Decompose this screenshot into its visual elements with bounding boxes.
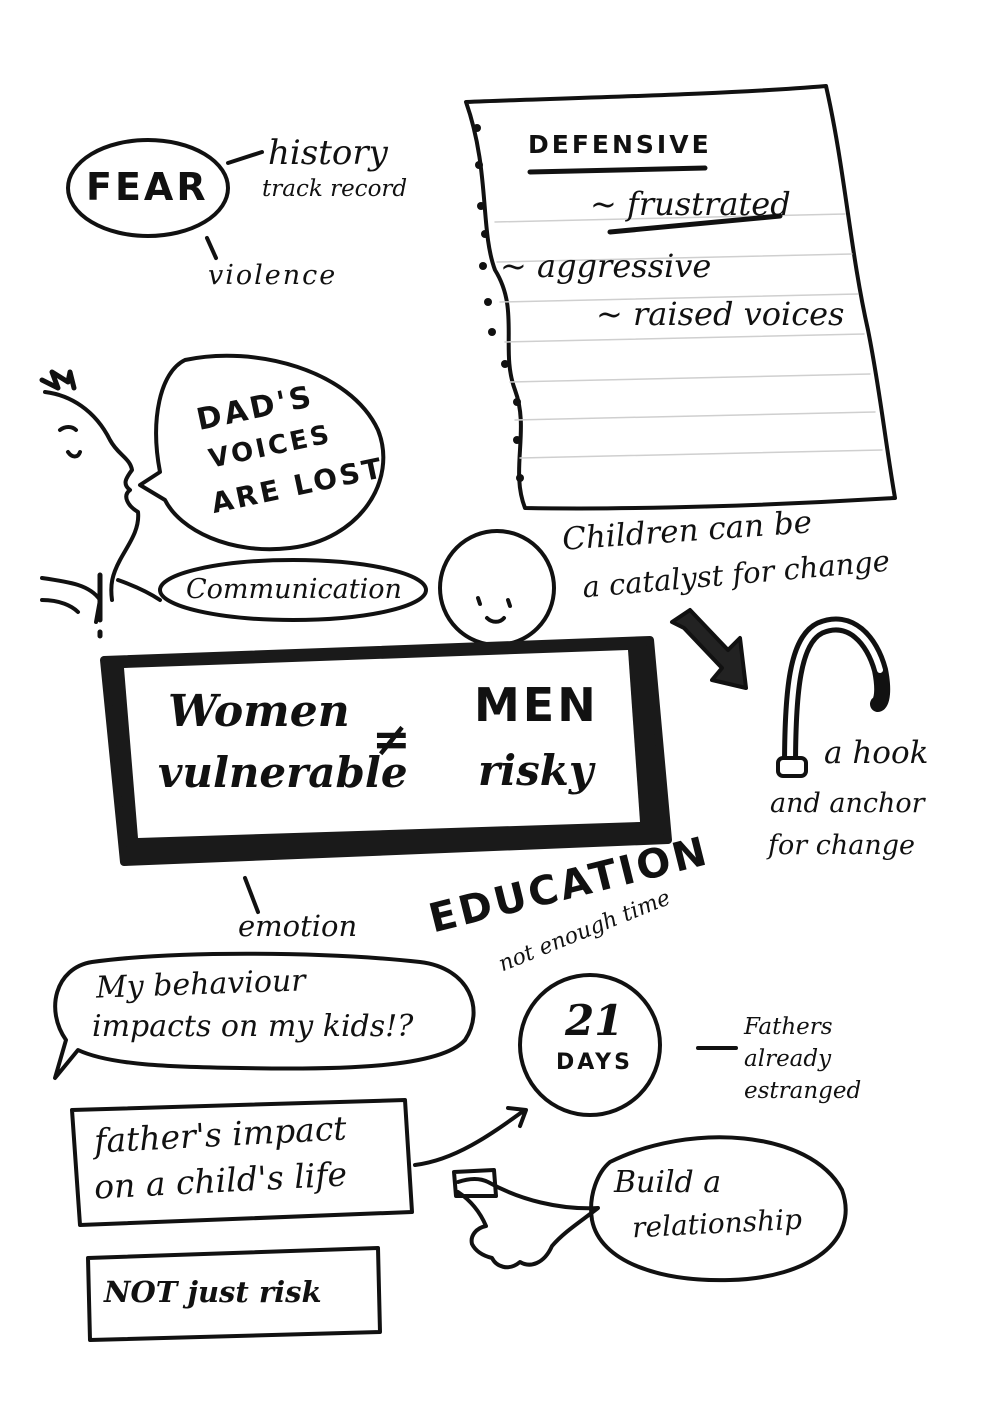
- man-collar-icon: [40, 576, 102, 624]
- communication-oval: [158, 558, 428, 622]
- vulnerable-label: vulnerable: [158, 748, 408, 797]
- baby-face-icon: [438, 529, 556, 647]
- behaviour-line1: My behaviour: [95, 963, 307, 1006]
- baby-features-icon: [476, 596, 512, 624]
- hook-line3: for change: [768, 830, 915, 861]
- fear-track-record: track record: [262, 176, 408, 202]
- frustrated-underline: [607, 213, 783, 235]
- frustrated-text: frustrated: [626, 185, 791, 223]
- women-label: Women: [168, 686, 350, 737]
- raised-voices-text: raised voices: [632, 295, 845, 333]
- dad-speech-bubble: [138, 353, 386, 552]
- comparison-box-inner: [124, 650, 640, 838]
- fear-violence-connector: [205, 236, 218, 260]
- hand-cuff-icon: [452, 1168, 498, 1198]
- man-profile-icon: [43, 390, 141, 602]
- hook-base-icon: [776, 756, 808, 778]
- fear-history-connector: [226, 150, 264, 165]
- fathers-impact-box: [70, 1098, 414, 1227]
- aggressive-text: aggressive: [536, 247, 712, 285]
- defensive-title: DEFENSIVE: [528, 130, 712, 159]
- hand-icon: [456, 1177, 600, 1270]
- arrow-to-days: [413, 1106, 528, 1167]
- defensive-underline: [527, 165, 708, 175]
- notepad-holes: [473, 124, 524, 482]
- communication-label: Communication: [186, 574, 402, 605]
- defensive-raised-voices: ~ raised voices: [596, 295, 845, 333]
- emotion-label: emotion: [238, 909, 358, 943]
- not-just-risk-box: [86, 1246, 382, 1342]
- arrow-to-hook-icon: [670, 608, 748, 690]
- fear-violence: violence: [208, 260, 338, 291]
- fear-oval: [66, 138, 230, 238]
- defensive-frustrated: ~ frustrated: [590, 185, 791, 223]
- build-relationship-oval: [589, 1135, 848, 1283]
- not-equal-sign: ≠: [372, 712, 411, 766]
- build-relationship-line1: Build a: [614, 1165, 722, 1200]
- men-label: MEN: [474, 678, 599, 732]
- risky-label: risky: [478, 746, 594, 795]
- man-mouth-icon: [66, 450, 82, 459]
- days-number: 21: [565, 996, 624, 1045]
- emotion-connector: [243, 876, 260, 914]
- fear-history: history: [268, 133, 388, 173]
- days-label: DAYS: [556, 1050, 633, 1075]
- fear-label: FEAR: [86, 165, 209, 209]
- fathers-estranged-line2: already: [744, 1046, 832, 1072]
- not-just-risk-label: NOT just risk: [104, 1275, 322, 1309]
- hook-line2: and anchor: [770, 788, 925, 819]
- man-hair-icon: [39, 369, 77, 391]
- man-eye-icon: [58, 425, 78, 432]
- communication-connector: [116, 578, 162, 602]
- behaviour-line2: impacts on my kids!?: [92, 1009, 414, 1044]
- hook-line1: a hook: [824, 735, 929, 771]
- fathers-estranged-line1: Fathers: [744, 1014, 833, 1040]
- fathers-estranged-line3: estranged: [744, 1078, 862, 1104]
- defensive-aggressive: ~ aggressive: [500, 247, 712, 285]
- days-circle: [518, 973, 662, 1117]
- behaviour-speech-bubble: [53, 951, 476, 1080]
